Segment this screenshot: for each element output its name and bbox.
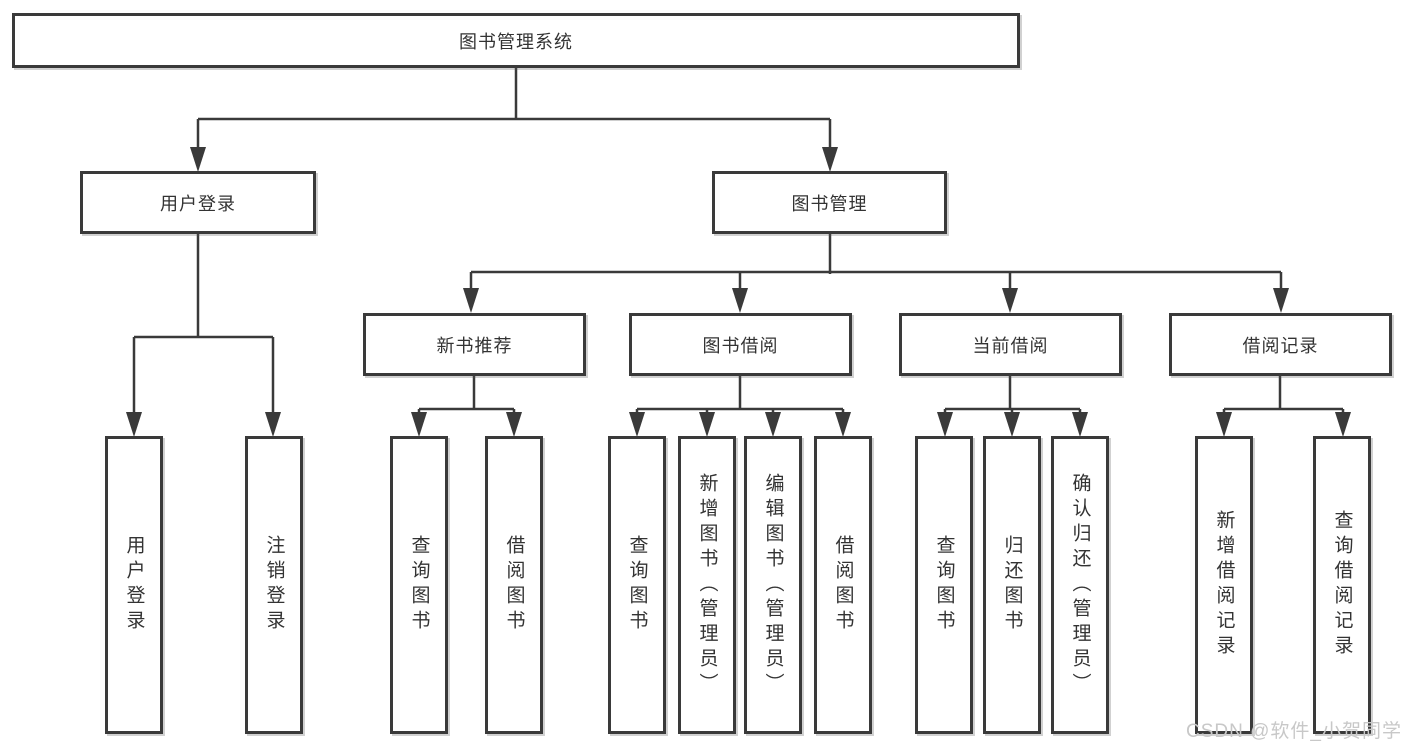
node-new-book-recommendation: 新书推荐 <box>363 313 586 376</box>
leaf-label: 查询图书 <box>626 535 648 635</box>
leaf-return-books: 归还图书 <box>983 436 1041 734</box>
leaf-label: 归还图书 <box>1001 535 1023 635</box>
leaf-query-books-borrow: 查询图书 <box>608 436 666 734</box>
arrowhead-icon <box>732 288 748 313</box>
leaf-label: 查询图书 <box>408 535 430 635</box>
leaf-query-books-current: 查询图书 <box>915 436 973 734</box>
arrowhead-icon <box>1072 412 1088 437</box>
node-borrowing-records: 借阅记录 <box>1169 313 1392 376</box>
arrowhead-icon <box>822 147 838 172</box>
arrowhead-icon <box>1335 412 1351 437</box>
leaf-label: 新增图书（管理员） <box>696 472 718 698</box>
arrowhead-icon <box>835 412 851 437</box>
leaf-confirm-return-admin: 确认归还（管理员） <box>1051 436 1109 734</box>
arrowheads <box>126 147 1351 437</box>
node-label: 图书借阅 <box>702 335 779 356</box>
node-user-login: 用户登录 <box>80 171 316 234</box>
leaf-query-borrow-record: 查询借阅记录 <box>1313 436 1371 734</box>
leaf-user-login: 用户登录 <box>105 436 163 734</box>
arrowhead-icon <box>699 412 715 437</box>
node-book-borrowing: 图书借阅 <box>629 313 852 376</box>
arrowhead-icon <box>126 412 142 437</box>
leaf-add-borrow-record: 新增借阅记录 <box>1195 436 1253 734</box>
arrowhead-icon <box>1273 288 1289 313</box>
leaf-label: 用户登录 <box>123 535 145 635</box>
arrowhead-icon <box>411 412 427 437</box>
arrowhead-icon <box>1002 288 1018 313</box>
leaf-label: 查询图书 <box>933 535 955 635</box>
leaf-logout: 注销登录 <box>245 436 303 734</box>
leaf-label: 查询借阅记录 <box>1331 510 1353 660</box>
node-label: 借阅记录 <box>1242 335 1319 356</box>
node-label: 用户登录 <box>160 193 236 214</box>
node-label: 图书管理 <box>791 193 868 214</box>
arrowhead-icon <box>629 412 645 437</box>
leaf-label: 借阅图书 <box>832 535 854 635</box>
leaf-label: 新增借阅记录 <box>1213 510 1235 660</box>
arrowhead-icon <box>1004 412 1020 437</box>
node-current-borrowing: 当前借阅 <box>899 313 1122 376</box>
leaf-label: 编辑图书（管理员） <box>762 472 784 698</box>
leaf-label: 借阅图书 <box>503 535 525 635</box>
leaf-add-book-admin: 新增图书（管理员） <box>678 436 736 734</box>
leaf-label: 确认归还（管理员） <box>1069 472 1091 698</box>
node-book-management: 图书管理 <box>712 171 947 234</box>
node-label: 新书推荐 <box>436 335 513 356</box>
arrowhead-icon <box>765 412 781 437</box>
arrowhead-icon <box>506 412 522 437</box>
node-label: 当前借阅 <box>972 335 1049 356</box>
leaf-borrow-books-new: 借阅图书 <box>485 436 543 734</box>
arrowhead-icon <box>937 412 953 437</box>
node-library-management-system: 图书管理系统 <box>12 13 1020 68</box>
csdn-watermark: CSDN @软件_小贺同学 <box>1186 721 1402 742</box>
arrowhead-icon <box>1216 412 1232 437</box>
arrowhead-icon <box>190 147 206 172</box>
arrowhead-icon <box>265 412 281 437</box>
node-label: 图书管理系统 <box>459 31 573 52</box>
arrowhead-icon <box>463 288 479 313</box>
leaf-borrow-books-borrow: 借阅图书 <box>814 436 872 734</box>
leaf-query-books-new: 查询图书 <box>390 436 448 734</box>
leaf-label: 注销登录 <box>263 535 285 635</box>
leaf-edit-book-admin: 编辑图书（管理员） <box>744 436 802 734</box>
